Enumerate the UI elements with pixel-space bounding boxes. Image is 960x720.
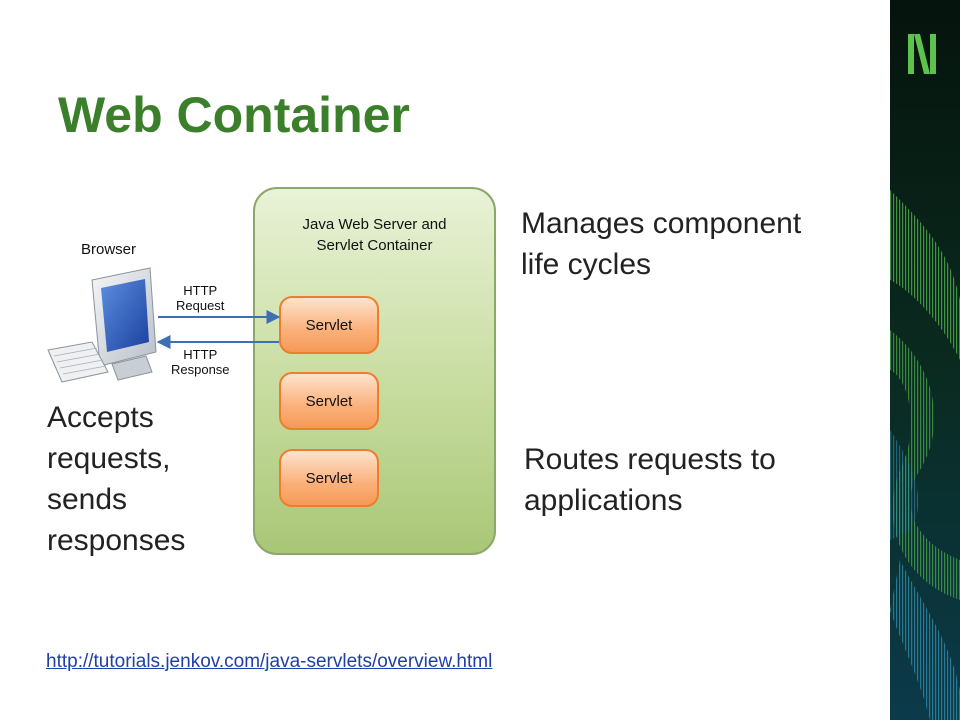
note-routes-requests: Routes requests to applications	[524, 443, 776, 517]
servlet-box: Servlet	[279, 449, 379, 507]
logo-icon	[908, 34, 936, 74]
browser-label: Browser	[81, 241, 137, 258]
slide-title: Web Container	[58, 87, 410, 143]
servlet-box: Servlet	[279, 372, 379, 430]
decorative-side-panel	[890, 0, 960, 720]
note-manages-life-cycles: Manages component life cycles	[521, 207, 802, 281]
container-label: Java Web Server and Servlet Container	[302, 216, 447, 254]
servlet-box: Servlet	[279, 296, 379, 354]
note-accepts-requests: Accepts requests, sends responses	[47, 401, 186, 557]
computer-icon	[47, 267, 157, 383]
source-link[interactable]: http://tutorials.jenkov.com/java-servlet…	[46, 651, 493, 672]
http-response-label: HTTP Response	[171, 347, 230, 377]
http-request-label: HTTP Request	[176, 283, 225, 313]
